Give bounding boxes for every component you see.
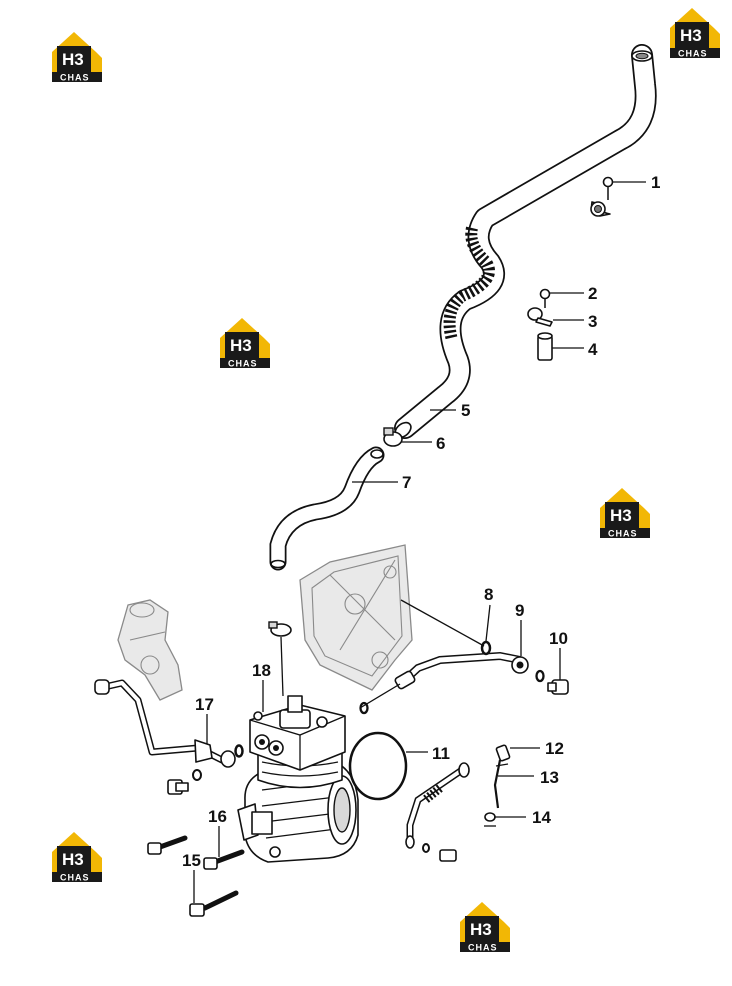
long-bolt bbox=[189, 890, 239, 917]
pipe-clip-with-bolt bbox=[590, 176, 614, 217]
banjo-bolt bbox=[167, 779, 189, 795]
callout-14: 14 bbox=[532, 808, 551, 827]
callout-12: 12 bbox=[545, 739, 564, 758]
callout-8: 8 bbox=[484, 585, 493, 604]
o-ring-gasket bbox=[348, 731, 408, 801]
air-compressor bbox=[237, 695, 359, 863]
callout-2: 2 bbox=[588, 284, 597, 303]
brand-logo: H3 CHAS bbox=[52, 32, 102, 83]
callout-18: 18 bbox=[252, 661, 271, 680]
small-seal-ring bbox=[359, 701, 369, 715]
engine-bracket-ghost bbox=[117, 599, 183, 701]
brand-logo: H3 CHAS bbox=[220, 318, 270, 369]
mount-bolt bbox=[539, 288, 551, 308]
brand-logo: H3 CHAS bbox=[52, 832, 102, 883]
brand-logo-letters: H3 bbox=[680, 26, 702, 45]
timing-cover-ghost bbox=[299, 544, 413, 691]
callout-11: 11 bbox=[432, 744, 450, 763]
callout-10: 10 bbox=[549, 629, 568, 648]
oil-return-pipe bbox=[405, 762, 470, 862]
intake-pipe bbox=[394, 44, 657, 439]
mount-clamp bbox=[527, 307, 553, 327]
callout-3: 3 bbox=[588, 312, 597, 331]
brand-logo-letters: H3 bbox=[62, 50, 84, 69]
brand-logo-letters: H3 bbox=[610, 506, 632, 525]
brand-logo-word: CHAS bbox=[228, 359, 258, 369]
callout-17: 17 bbox=[195, 695, 214, 714]
hollow-bolt bbox=[547, 679, 569, 695]
brand-logo: H3 CHAS bbox=[600, 488, 650, 539]
short-bolt bbox=[203, 849, 245, 870]
brand-logo-word: CHAS bbox=[60, 873, 90, 883]
brand-logo-word: CHAS bbox=[468, 943, 498, 953]
callout-15: 15 bbox=[182, 851, 201, 870]
oil-feed-pipe bbox=[94, 679, 244, 781]
discharge-pipe bbox=[359, 651, 524, 709]
spare-bolt bbox=[147, 835, 188, 855]
callout-16: 16 bbox=[208, 807, 227, 826]
callout-5: 5 bbox=[461, 401, 470, 420]
brand-logo: H3 CHAS bbox=[460, 902, 510, 953]
callout-9: 9 bbox=[515, 601, 524, 620]
brand-logo-word: CHAS bbox=[678, 49, 708, 59]
brand-logo-letters: H3 bbox=[470, 920, 492, 939]
banjo-fitting bbox=[511, 656, 545, 683]
brand-logo-letters: H3 bbox=[230, 336, 252, 355]
callout-1: 1 bbox=[651, 173, 660, 192]
leader-lines bbox=[193, 181, 646, 903]
rubber-hose bbox=[269, 446, 385, 571]
inlet-clamp bbox=[268, 621, 292, 637]
hose-clamp bbox=[383, 427, 403, 447]
callout-4: 4 bbox=[588, 340, 598, 359]
pipe-holder bbox=[484, 744, 511, 827]
callout-7: 7 bbox=[402, 473, 411, 492]
brand-logo-word: CHAS bbox=[60, 73, 90, 83]
callout-labels: 1 2 3 4 5 6 7 8 9 10 11 12 13 14 15 16 1… bbox=[182, 173, 660, 870]
callout-13: 13 bbox=[540, 768, 559, 787]
brand-logo-word: CHAS bbox=[608, 529, 638, 539]
brand-logo: H3 CHAS bbox=[670, 8, 720, 59]
callout-6: 6 bbox=[436, 434, 445, 453]
sealing-washer bbox=[480, 640, 492, 656]
spacer-sleeve bbox=[537, 332, 553, 361]
brand-logo-letters: H3 bbox=[62, 850, 84, 869]
